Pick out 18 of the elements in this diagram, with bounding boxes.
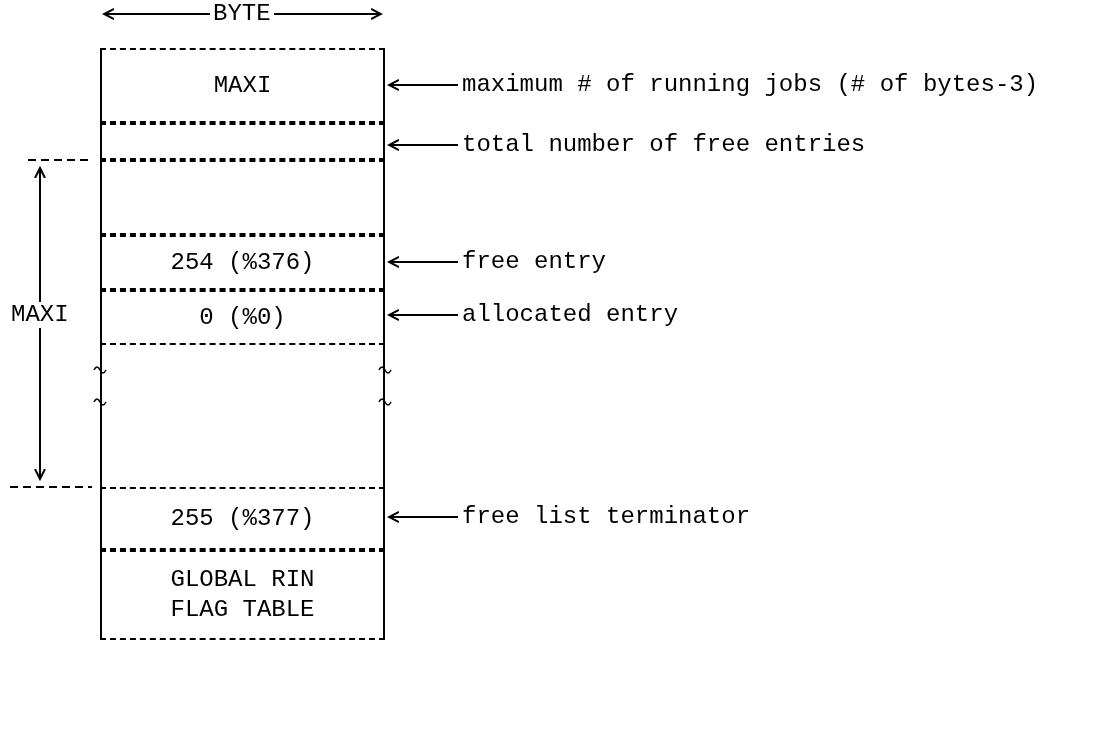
arrow	[388, 79, 459, 91]
annotation-text: allocated entry	[462, 302, 679, 328]
arrow	[388, 511, 459, 523]
memory-cell: 0 (%0)	[100, 290, 385, 345]
memory-gap-cell	[100, 345, 385, 487]
memory-cell	[100, 123, 385, 160]
arrow	[388, 256, 459, 268]
memory-cell: 254 (%376)	[100, 235, 385, 290]
annotation-text: free entry	[462, 249, 607, 275]
arrow	[388, 309, 459, 321]
memory-cell: 255 (%377)	[100, 487, 385, 550]
memory-cell: GLOBAL RIN FLAG TABLE	[100, 550, 385, 640]
annotation-text: total number of free entries	[462, 132, 866, 158]
annotation-text: free list terminator	[462, 504, 751, 530]
arrow	[388, 139, 459, 151]
annotation-text: maximum # of running jobs (# of bytes-3)	[462, 72, 1039, 98]
memory-cell: MAXI	[100, 48, 385, 123]
memory-cell	[100, 160, 385, 235]
